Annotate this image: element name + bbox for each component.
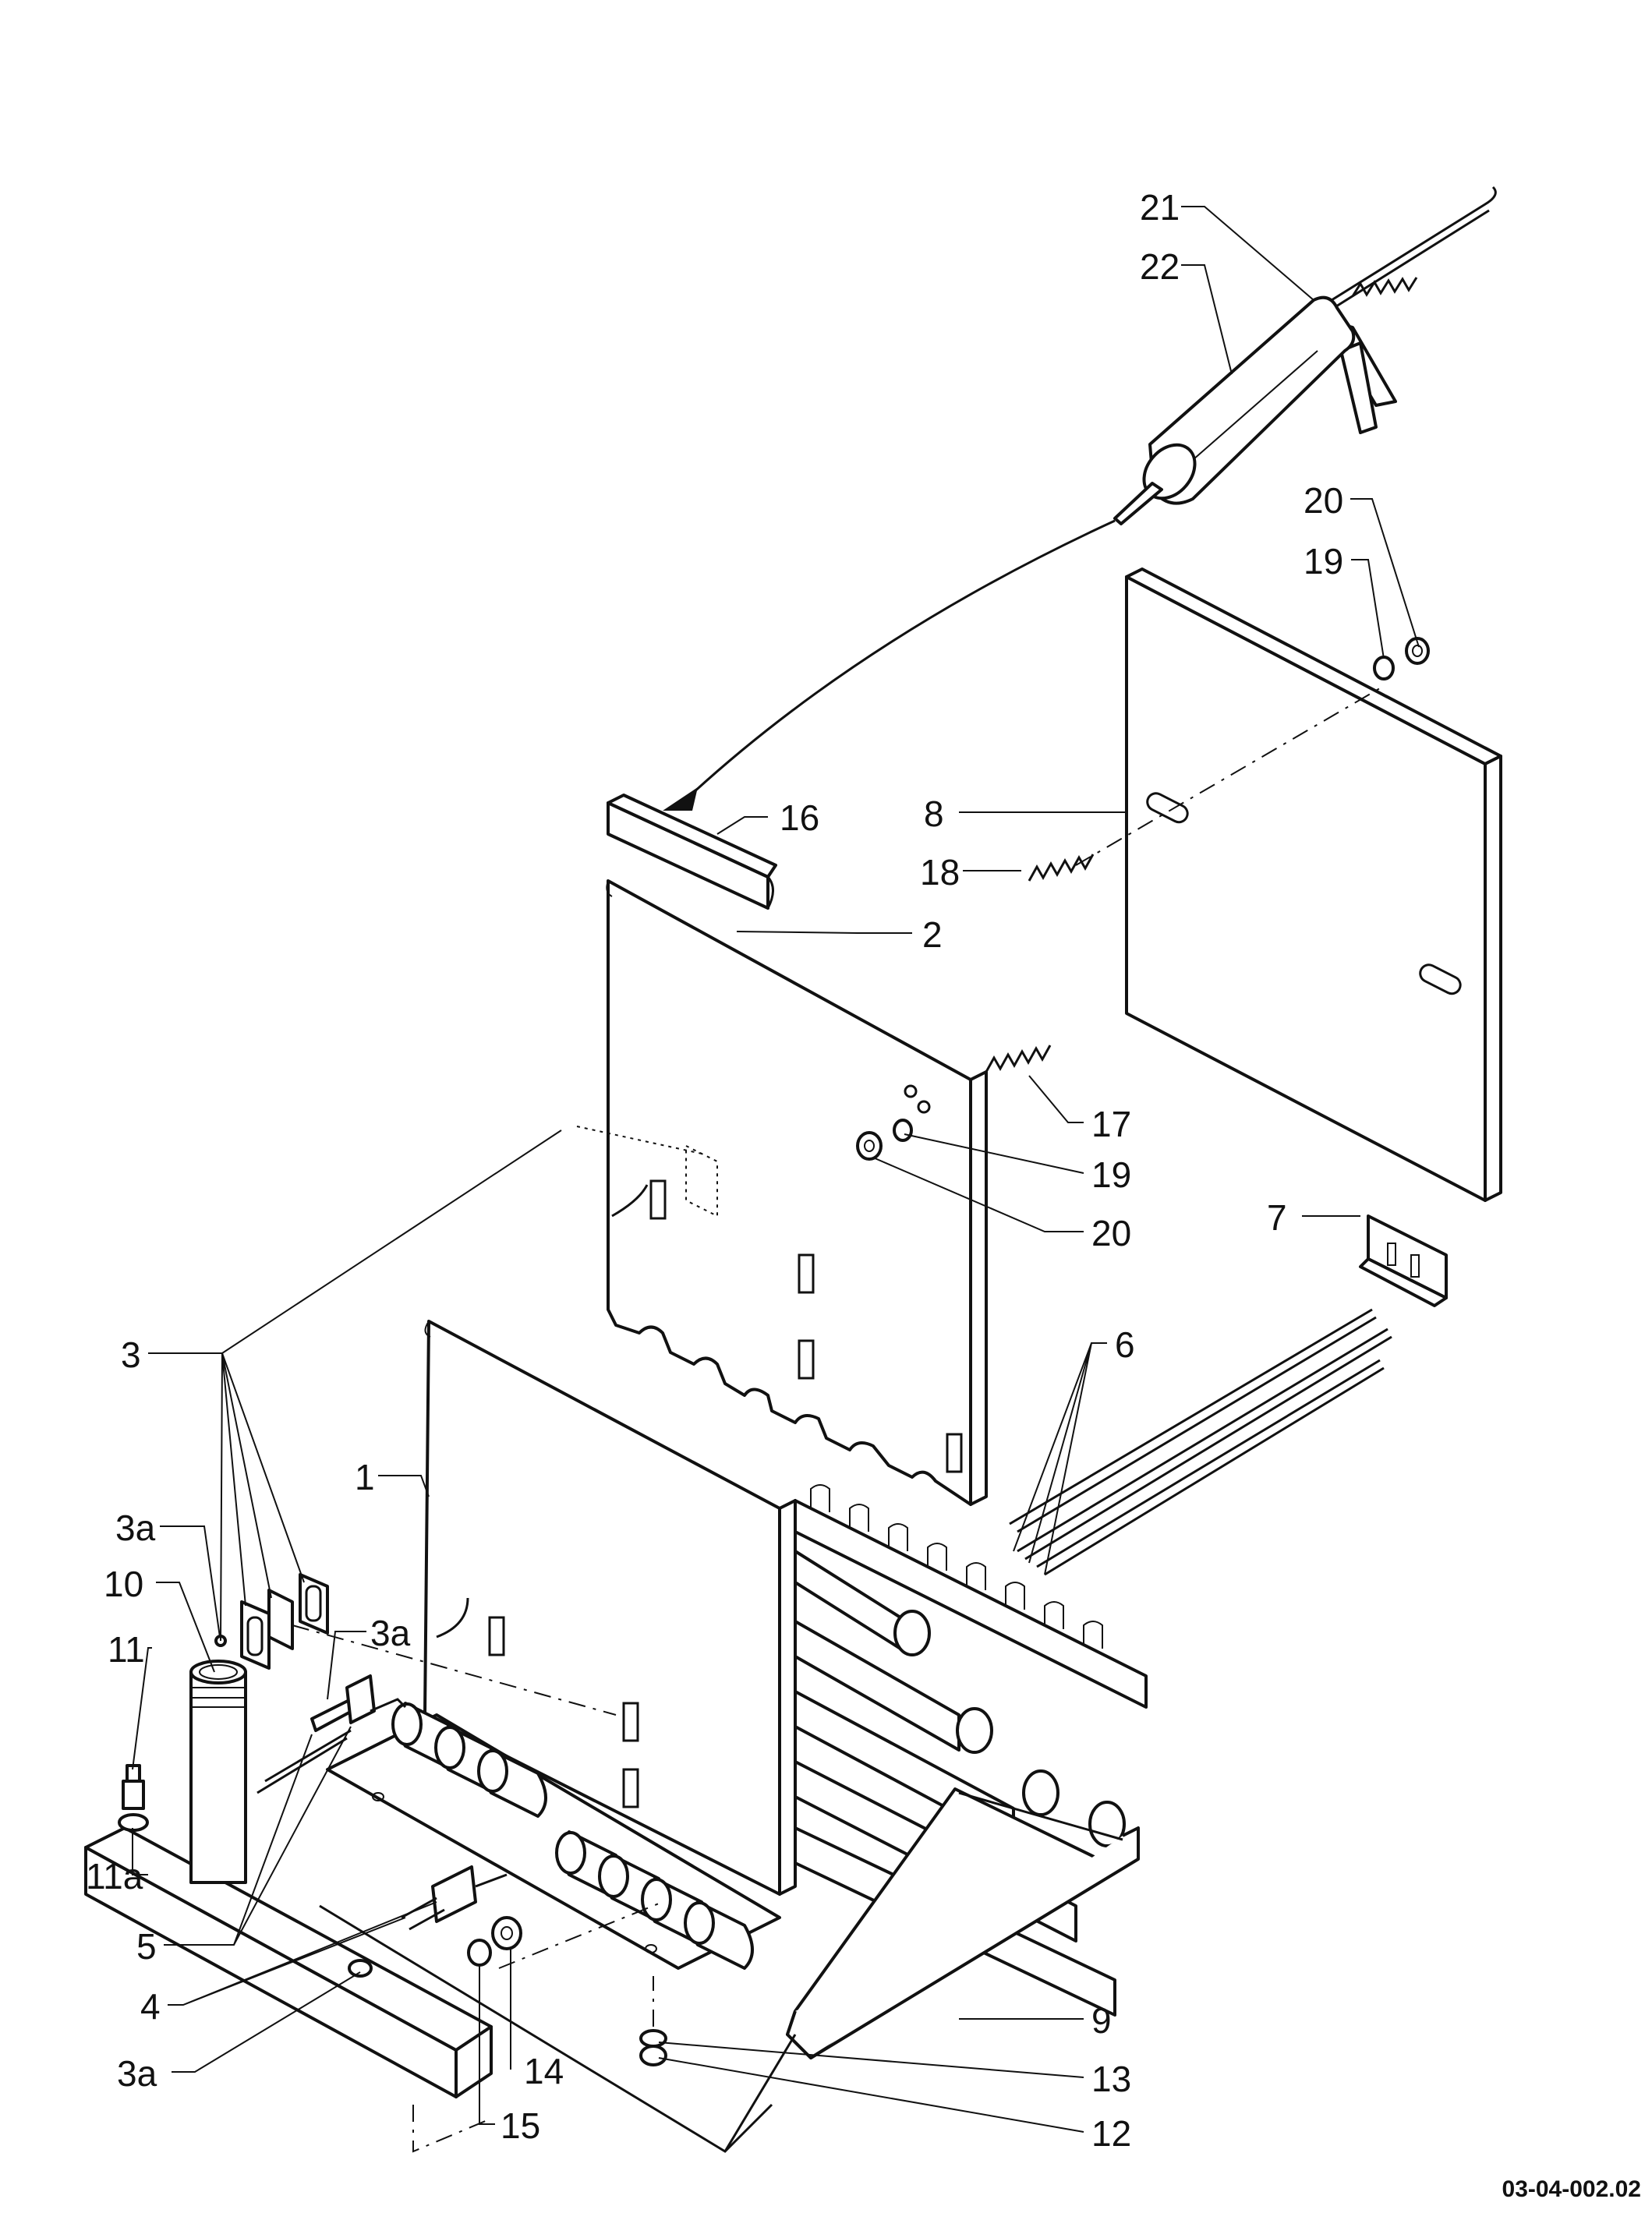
rear-panel — [1075, 567, 1502, 1202]
front-panel — [292, 1320, 797, 1896]
bracket-7 — [1359, 1214, 1448, 1307]
gaskets-3 — [214, 1573, 329, 1670]
rods-6 — [1009, 1308, 1392, 1576]
label-16: 16 — [780, 797, 819, 838]
label-4: 4 — [140, 1986, 161, 2027]
label-1: 1 — [355, 1457, 375, 1497]
leader-lines — [132, 206, 1420, 2133]
washer-nut-lower — [856, 1119, 913, 1161]
injectors-upper — [256, 1674, 407, 1794]
label-11: 11 — [108, 1629, 145, 1670]
label-22: 22 — [1140, 246, 1180, 287]
label-20-lower: 20 — [1091, 1213, 1131, 1253]
label-19-lower: 19 — [1091, 1154, 1131, 1195]
label-5: 5 — [136, 1926, 157, 1967]
label-9: 9 — [1091, 2000, 1112, 2041]
middle-panel — [576, 879, 988, 1506]
washer-nut-upper — [1373, 637, 1430, 681]
label-15: 15 — [501, 2105, 540, 2146]
caulking-gun — [663, 186, 1497, 811]
label-3a-bottom: 3a — [117, 2053, 157, 2094]
connector-11 — [118, 1764, 149, 1832]
nuts-12-13 — [639, 1976, 667, 2066]
spring-18 — [1028, 854, 1095, 882]
burner-comb — [794, 1484, 1148, 1709]
injectors-lower — [348, 1865, 508, 1978]
label-3a-left: 3a — [115, 1508, 156, 1548]
label-20-upper: 20 — [1304, 480, 1343, 521]
spring-17 — [985, 1045, 1052, 1073]
label-2: 2 — [922, 914, 943, 955]
label-6: 6 — [1115, 1324, 1135, 1365]
gas-pipe — [189, 1660, 247, 1884]
label-13: 13 — [1091, 2059, 1131, 2099]
manifold-beam — [84, 1826, 493, 2153]
label-12: 12 — [1091, 2113, 1131, 2154]
label-11a: 11a — [86, 1856, 143, 1897]
label-19-upper: 19 — [1304, 541, 1343, 582]
label-3: 3 — [121, 1335, 141, 1375]
label-7: 7 — [1267, 1197, 1287, 1238]
nuts-14-15 — [467, 1901, 663, 1969]
label-21: 21 — [1140, 187, 1180, 228]
base-tray — [319, 1787, 1140, 2153]
drawing-reference-number: 03-04-002.02 — [1502, 2176, 1641, 2202]
label-8: 8 — [924, 794, 944, 834]
label-14: 14 — [524, 2051, 564, 2091]
burner-tubes-front — [391, 1702, 754, 1970]
label-10: 10 — [104, 1564, 143, 1604]
label-17: 17 — [1091, 1104, 1131, 1144]
label-3a-middle: 3a — [370, 1613, 411, 1653]
label-18: 18 — [920, 852, 960, 893]
profile-strip — [607, 794, 777, 910]
